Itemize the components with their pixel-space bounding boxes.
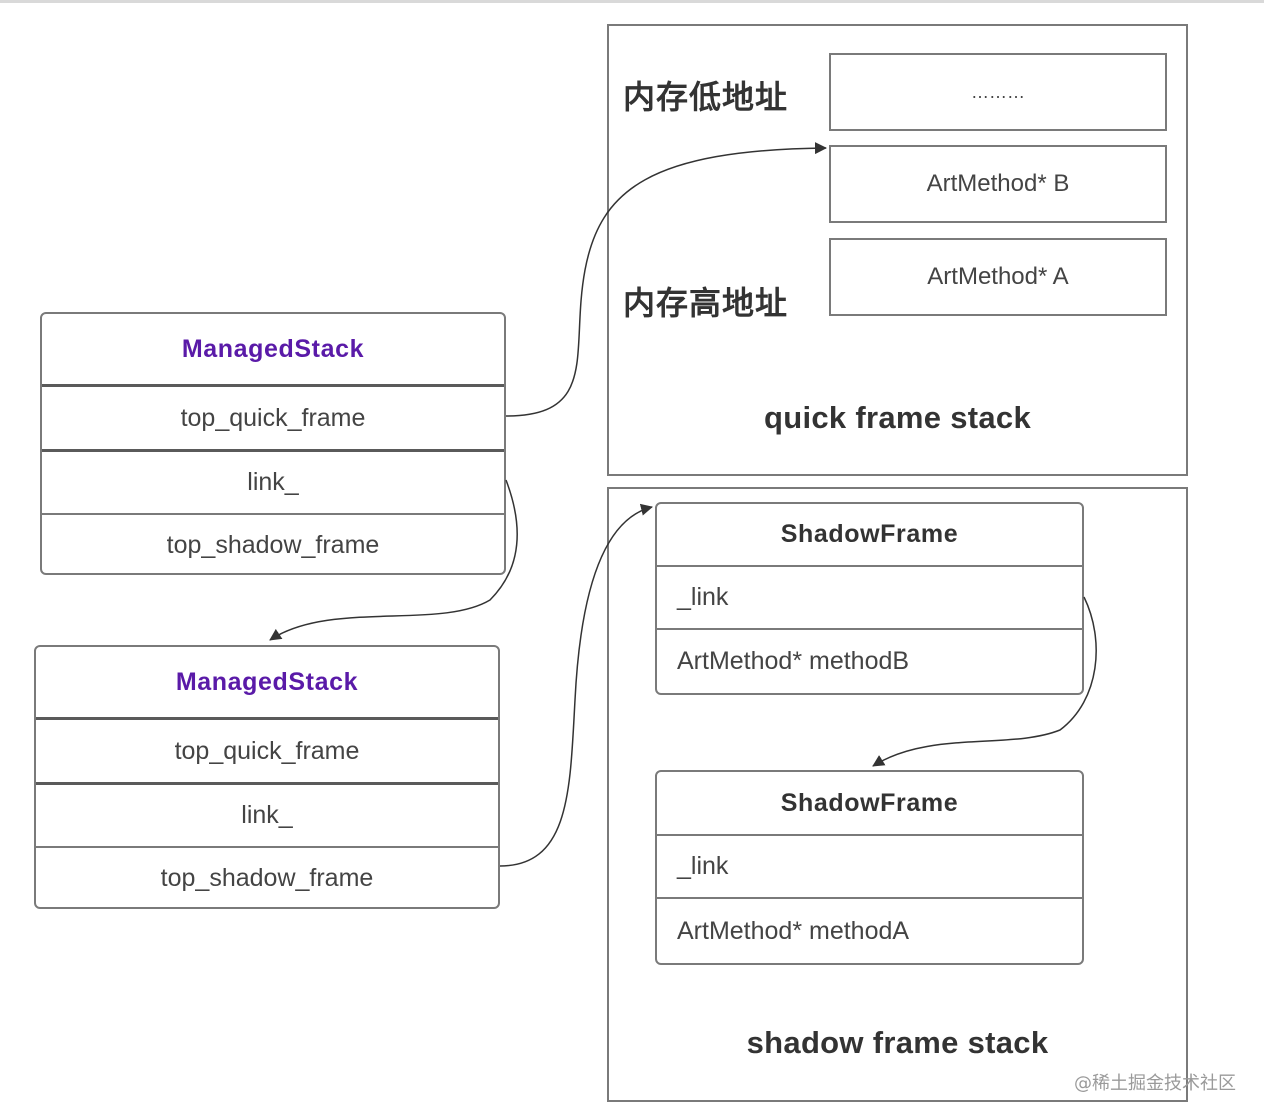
managed-stack-field-top-shadow-frame: top_shadow_frame	[42, 513, 504, 573]
shadow-frame-link-field: _link	[657, 834, 1082, 897]
quick-slot-method-a: ArtMethod* A	[829, 238, 1167, 316]
shadow-frame-header: ShadowFrame	[780, 788, 959, 817]
shadow-frame-b: ShadowFrame _link ArtMethod* methodB	[655, 502, 1084, 695]
arrow-shadow-frame-to-shadow-frame-b	[499, 503, 653, 867]
managed-stack-field-link: link_	[42, 449, 504, 513]
low-address-label: 内存低地址	[623, 78, 789, 116]
top-border-line	[0, 0, 1264, 3]
managed-stack-field-top-quick-frame: top_quick_frame	[42, 384, 504, 449]
quick-slot-ellipsis: ………	[829, 53, 1167, 131]
managed-stack-header: ManagedStack	[175, 667, 359, 696]
managed-stack-field-top-shadow-frame: top_shadow_frame	[36, 846, 498, 907]
shadow-frame-method-field: ArtMethod* methodA	[657, 897, 1082, 963]
managed-stack-header: ManagedStack	[181, 334, 365, 363]
managed-stack-field-top-quick-frame: top_quick_frame	[36, 717, 498, 782]
arrow-link-to-managed-stack-2	[269, 479, 518, 641]
quick-frame-stack-title: quick frame stack	[763, 400, 1031, 435]
high-address-label: 内存高地址	[623, 284, 789, 322]
watermark: @稀土掘金技术社区	[1074, 1073, 1236, 1094]
shadow-frame-header: ShadowFrame	[780, 520, 959, 548]
quick-frame-stack: 内存低地址 内存高地址 ……… ArtMethod* B ArtMethod* …	[607, 24, 1188, 476]
shadow-frame-stack-title: shadow frame stack	[746, 1025, 1049, 1060]
shadow-frame-a: ShadowFrame _link ArtMethod* methodA	[655, 770, 1084, 965]
shadow-frame-method-field: ArtMethod* methodB	[657, 628, 1082, 693]
quick-slot-method-b: ArtMethod* B	[829, 145, 1167, 223]
arrow-quick-frame-to-method-b	[505, 142, 827, 417]
managed-stack-1: ManagedStack top_quick_frame link_ top_s…	[40, 312, 506, 575]
arrow-shadow-link-to-shadow-frame-a	[872, 596, 1097, 767]
managed-stack-2: ManagedStack top_quick_frame link_ top_s…	[34, 645, 500, 909]
shadow-frame-link-field: _link	[657, 565, 1082, 628]
managed-stack-field-link: link_	[36, 782, 498, 846]
